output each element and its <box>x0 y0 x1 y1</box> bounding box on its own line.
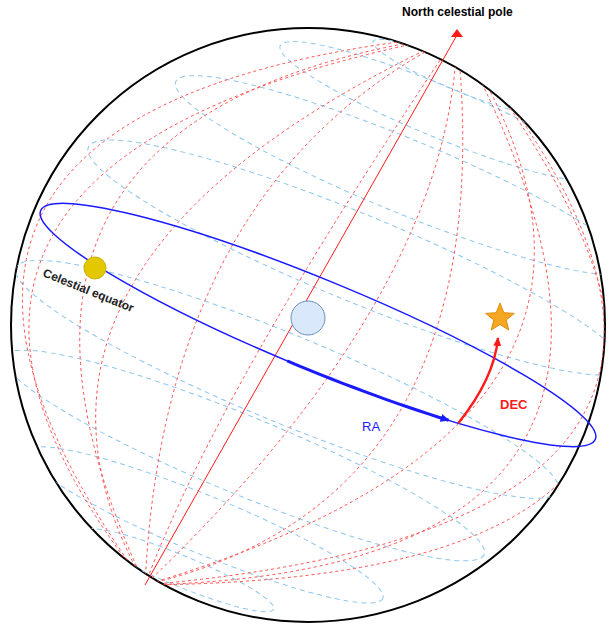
polar-axis <box>145 35 457 585</box>
star <box>486 303 515 330</box>
dec-label: DEC <box>498 398 529 412</box>
meridian-line <box>145 35 457 585</box>
meridian-line <box>145 35 551 585</box>
meridian-line <box>22 35 457 585</box>
parallel-line <box>368 29 550 125</box>
ra-label: RA <box>360 420 382 434</box>
parallel-line <box>270 22 608 201</box>
meridian-line <box>145 35 604 585</box>
parallel-line <box>162 48 611 303</box>
meridian-line <box>80 35 457 585</box>
sun <box>84 257 106 279</box>
meridian-line <box>145 35 611 585</box>
earth <box>291 301 325 335</box>
parallel-line <box>15 425 394 625</box>
meridian-line <box>145 35 463 585</box>
meridian-line <box>29 35 457 585</box>
celestial-equator <box>23 169 611 481</box>
meridian-line <box>145 35 457 585</box>
meridian-line <box>145 35 457 585</box>
meridian-line <box>96 35 457 585</box>
ra-arrow <box>287 361 448 420</box>
pole-label: North celestial pole <box>400 6 515 19</box>
parallel-line <box>0 320 499 590</box>
meridian-line <box>145 35 534 585</box>
parallel-line <box>78 517 279 624</box>
parallel-line <box>0 227 575 532</box>
dec-arrow <box>458 338 498 423</box>
parallel-line <box>72 107 611 408</box>
pole-marker <box>451 29 463 37</box>
